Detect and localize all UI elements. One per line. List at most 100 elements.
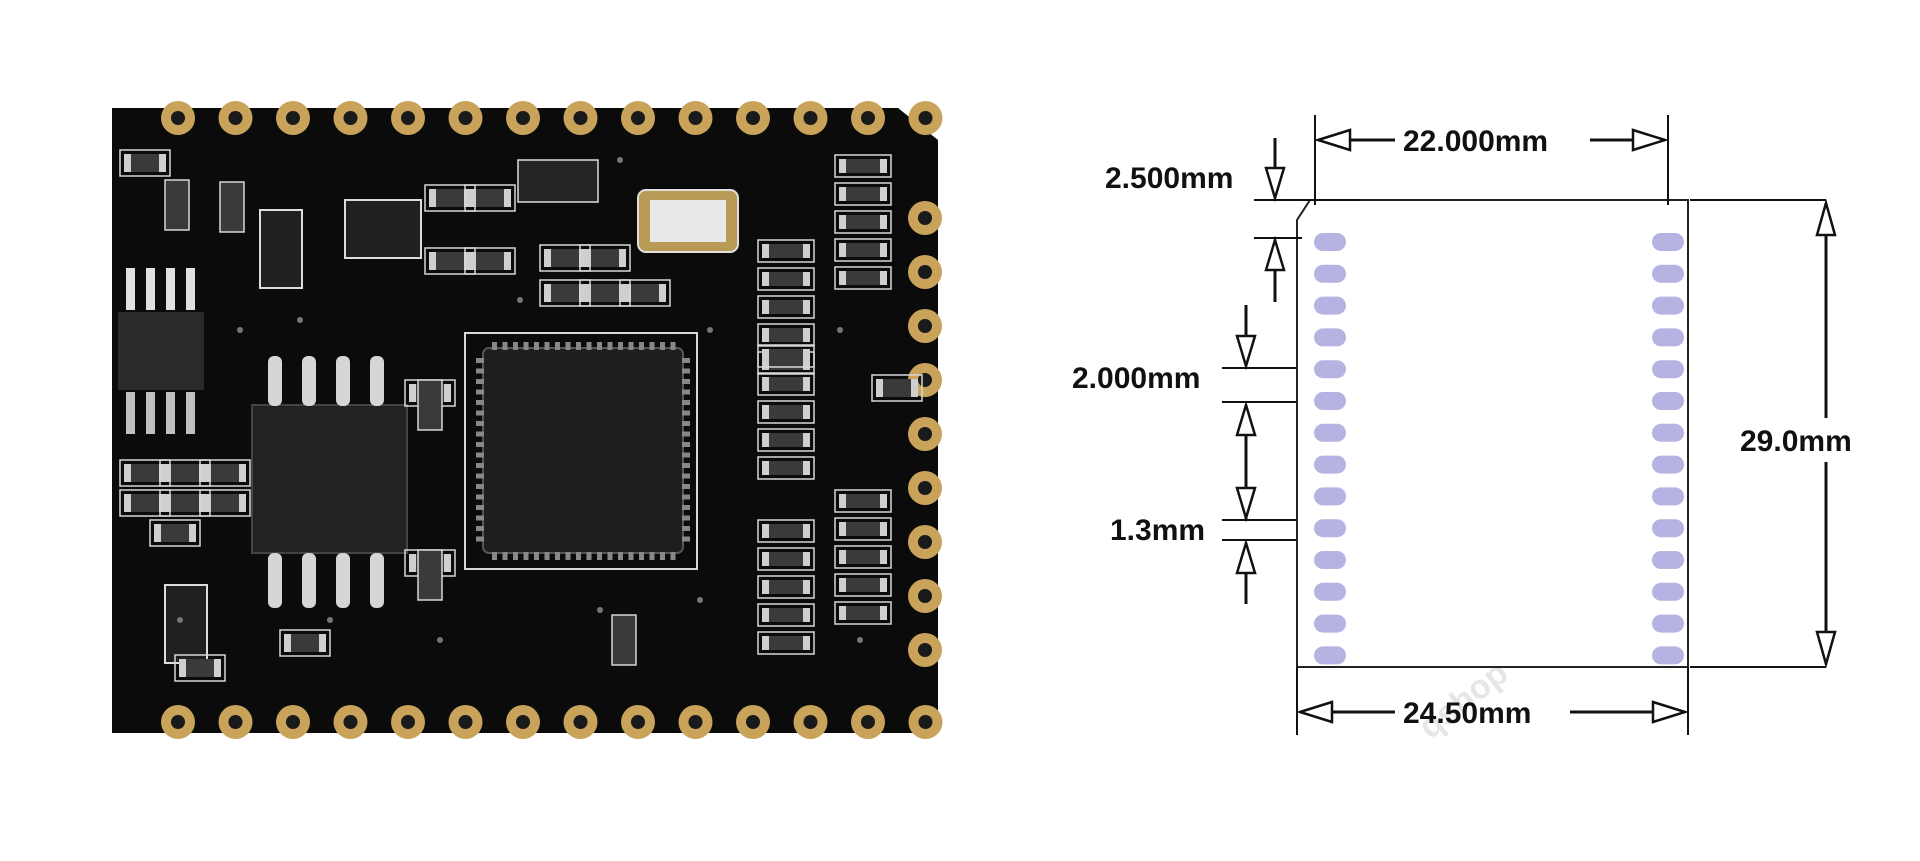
resistor-silk [757,519,815,543]
via [617,157,623,163]
chip-pin [476,358,484,363]
chip-pin [476,379,484,384]
resistor [839,550,887,564]
pad-hole [918,111,933,125]
capacitor-end [124,154,131,172]
capacitor [124,494,166,512]
pad [1652,296,1684,315]
chip-pin [682,484,690,489]
capacitor-end [624,284,631,302]
pad [1652,582,1684,601]
chip-lead [268,553,282,608]
capacitor-end [199,464,206,482]
pad-hole [228,715,243,729]
pad [1652,646,1684,665]
capacitor-end [124,494,131,512]
via [327,617,333,623]
resistor [762,461,810,475]
pad-hole [918,265,932,279]
resistor [839,215,887,229]
resistor-silk [834,182,892,206]
capacitor-end [159,464,166,482]
dim-pitch: 2.000mm [1072,362,1200,395]
chip-pin [476,494,484,500]
chip-lead [336,553,350,608]
capacitor-end [409,384,416,402]
capacitor [124,154,166,172]
chip-pin [534,342,539,350]
resistor-end [839,550,846,564]
resistor-silk [757,603,815,627]
pad [1314,360,1346,379]
chip-pin [618,342,623,350]
pad [1314,392,1346,410]
arrow-down-icon [1235,486,1257,523]
chip-lead [126,268,135,310]
chip-pin [649,342,655,350]
capacitor [204,464,246,482]
capacitor-end [659,284,666,302]
chip-pin [682,463,690,468]
resistor-end [803,608,810,622]
resistor [839,159,887,173]
via [837,327,843,333]
pad [1314,519,1346,538]
resistor [839,522,887,536]
chip-pin [597,342,602,350]
resistor-end [803,461,810,475]
chip-pin [476,431,484,437]
capacitor-end [319,634,326,652]
arrow-down-icon [1815,630,1837,669]
resistor-end [762,349,769,363]
capacitor [429,189,471,207]
chip-pin [660,342,665,350]
resistor-end [803,244,810,258]
capacitor-end [214,659,221,677]
pad [1314,646,1346,665]
capacitor [284,634,326,652]
pad [1652,519,1684,538]
module-photo [112,101,943,739]
pad-hole [918,427,932,441]
chip-pin [555,552,560,560]
chip-pin [682,410,690,416]
resistor-end [762,461,769,475]
pad-hole [918,535,932,549]
regulator-chip [259,209,303,289]
chip-pin [639,552,644,560]
pad-hole [918,481,932,495]
resistor [762,524,810,538]
capacitor-end [584,249,591,267]
pad-hole [401,111,415,125]
pad-hole [918,319,932,333]
transistor [517,159,599,203]
arrow-up-icon [1815,198,1837,237]
capacitor-end [544,249,551,267]
capacitor [164,494,206,512]
arrow-left-icon [1313,128,1352,152]
chip-pin [607,342,613,350]
pad-hole [688,715,703,729]
chip-pin [476,452,484,458]
capacitor [219,181,245,233]
chip-pin [476,515,484,521]
chip-pin [586,552,592,560]
capacitor [164,179,190,231]
chip-lead [166,268,175,310]
resistor [839,187,887,201]
resistor-silk [757,295,815,319]
arrow-down-icon [1235,334,1257,371]
chip-pin [544,342,550,350]
capacitor-silk [174,654,226,682]
via [597,607,603,613]
capacitor-end [444,384,451,402]
pad [1652,487,1684,506]
resistor-end [839,271,846,285]
pad-hole [286,715,300,729]
chip-pin [682,421,690,426]
resistor [762,272,810,286]
resistor [839,494,887,508]
chip-pin [682,526,690,531]
arrow-left-icon [1295,700,1334,724]
